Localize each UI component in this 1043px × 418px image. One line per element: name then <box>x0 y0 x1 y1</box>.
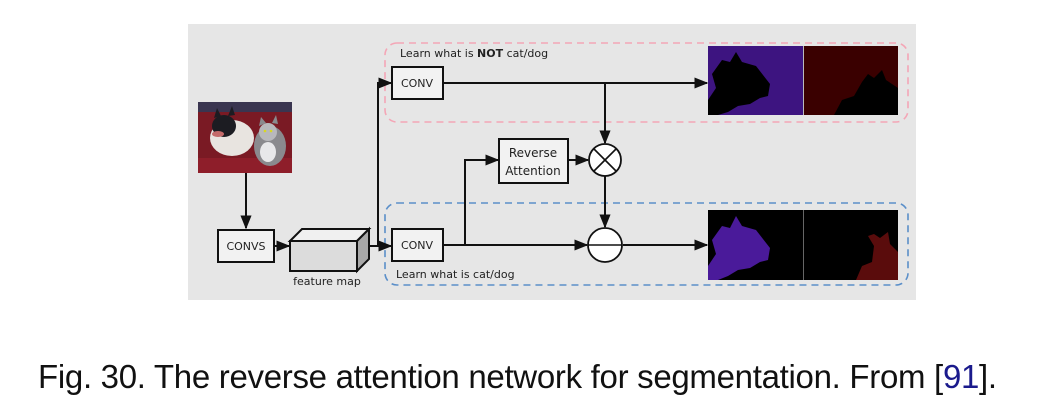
arrow-conv-bottom-to-reverse-attention <box>464 154 500 245</box>
multiply-operator-icon <box>588 143 622 177</box>
arrow-feature-to-conv-top <box>377 77 393 246</box>
feature-map-label: feature map <box>293 275 361 288</box>
figure-caption: Fig. 30. The reverse attention network f… <box>38 358 997 396</box>
group-cat-dog-label: Learn what is cat/dog <box>396 268 515 281</box>
caption-text: Fig. 30. The reverse attention network f… <box>38 358 943 395</box>
citation-link[interactable]: 91 <box>942 358 980 395</box>
convs-block: CONVS <box>217 229 275 263</box>
output-top-cat <box>804 46 898 115</box>
conv-bottom-block: CONV <box>391 228 444 262</box>
svg-text:CONVS: CONVS <box>226 240 265 253</box>
reverse-attention-block: Reverse Attention <box>498 138 569 184</box>
output-bottom-cat <box>804 210 898 280</box>
conv-top-block: CONV <box>391 66 444 100</box>
output-top-dog <box>708 46 803 115</box>
svg-text:Reverse: Reverse <box>509 146 557 160</box>
output-bottom-dog <box>708 210 803 280</box>
feature-map-cube: feature map <box>287 226 372 288</box>
svg-text:CONV: CONV <box>401 77 434 90</box>
subtract-operator-icon <box>587 227 623 263</box>
input-photo <box>198 102 292 173</box>
group-not-cat-dog <box>384 42 909 123</box>
svg-text:Attention: Attention <box>505 164 560 178</box>
group-not-cat-dog-label: Learn what is NOT cat/dog <box>400 47 548 60</box>
svg-text:CONV: CONV <box>401 239 434 252</box>
caption-suffix: ]. <box>979 358 997 395</box>
